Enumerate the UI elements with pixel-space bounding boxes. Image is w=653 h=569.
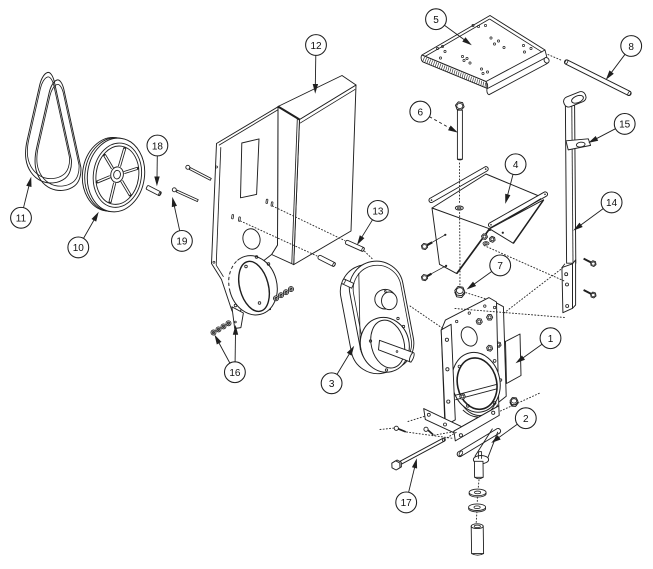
svg-text:15: 15 (619, 120, 631, 131)
svg-text:1: 1 (548, 334, 554, 345)
svg-text:2: 2 (523, 414, 529, 425)
svg-text:14: 14 (606, 198, 618, 209)
svg-text:17: 17 (401, 498, 413, 509)
svg-text:6: 6 (418, 107, 424, 118)
svg-text:10: 10 (73, 243, 85, 254)
svg-text:16: 16 (229, 368, 241, 379)
svg-text:18: 18 (152, 141, 164, 152)
svg-text:19: 19 (176, 237, 188, 248)
svg-text:12: 12 (310, 41, 322, 52)
svg-text:8: 8 (628, 42, 634, 53)
svg-text:3: 3 (329, 379, 335, 390)
svg-text:5: 5 (433, 15, 439, 26)
svg-text:7: 7 (497, 261, 503, 272)
svg-text:11: 11 (16, 214, 27, 225)
svg-text:4: 4 (513, 160, 519, 171)
svg-text:13: 13 (372, 207, 384, 218)
